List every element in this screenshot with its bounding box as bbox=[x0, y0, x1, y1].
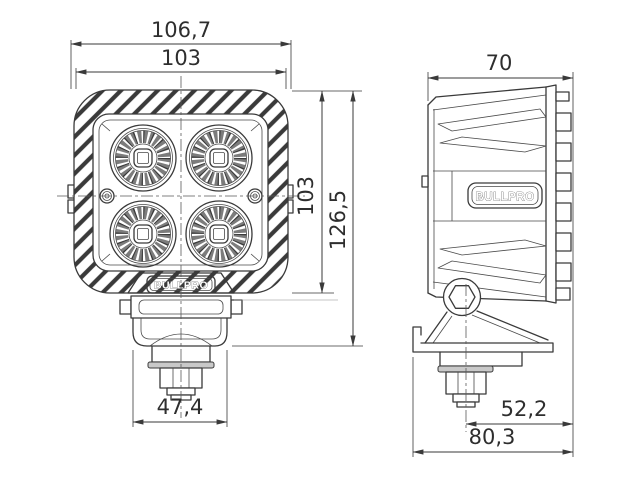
dim-label-width-outer: 106,7 bbox=[151, 18, 211, 42]
led-reflector bbox=[110, 125, 176, 191]
led-reflector bbox=[186, 201, 252, 267]
side-tabs bbox=[67, 184, 294, 214]
side-ribs bbox=[433, 108, 547, 284]
dimensions: 106,7 103 103 126,5 47,4 bbox=[70, 18, 574, 457]
side-mounting-bracket bbox=[412, 277, 554, 408]
dim-depth-body: 70 bbox=[427, 51, 574, 457]
side-logo-text: BULLPRO bbox=[475, 192, 534, 204]
led-reflector bbox=[110, 201, 176, 267]
led-reflector bbox=[186, 125, 252, 191]
dim-label-bolt-to-rear: 52,2 bbox=[501, 397, 548, 421]
dim-bolt-to-rear: 52,2 bbox=[465, 397, 574, 427]
front-logo-text: BULLPRO bbox=[154, 280, 208, 292]
dim-depth-total: 80,3 bbox=[412, 357, 574, 457]
dim-label-depth-total: 80,3 bbox=[469, 425, 516, 449]
front-logo-badge: BULLPRO bbox=[127, 272, 235, 294]
side-body bbox=[421, 86, 547, 302]
dim-label-bracket-width: 47,4 bbox=[157, 395, 204, 419]
lens-bezel bbox=[98, 119, 263, 266]
dim-bracket-width: 47,4 bbox=[132, 350, 228, 427]
pivot-hex-bolt bbox=[448, 285, 476, 309]
washer bbox=[437, 365, 494, 373]
dim-label-height-total: 126,5 bbox=[326, 190, 350, 250]
dim-label-width-body: 103 bbox=[161, 46, 201, 70]
dim-label-depth-body: 70 bbox=[486, 51, 513, 75]
dim-height-body: 103 bbox=[292, 90, 362, 294]
heatsink-fins bbox=[545, 84, 572, 304]
dim-width-body: 103 bbox=[75, 46, 287, 89]
dim-width-outer: 106,7 bbox=[70, 18, 292, 89]
dim-height-total: 126,5 bbox=[232, 90, 363, 347]
dim-label-height-body: 103 bbox=[294, 176, 318, 216]
pivot-boss bbox=[442, 277, 482, 317]
front-view: BULLPRO bbox=[57, 76, 305, 418]
side-view: BULLPRO bbox=[412, 84, 572, 432]
side-logo-badge: BULLPRO bbox=[467, 182, 543, 209]
